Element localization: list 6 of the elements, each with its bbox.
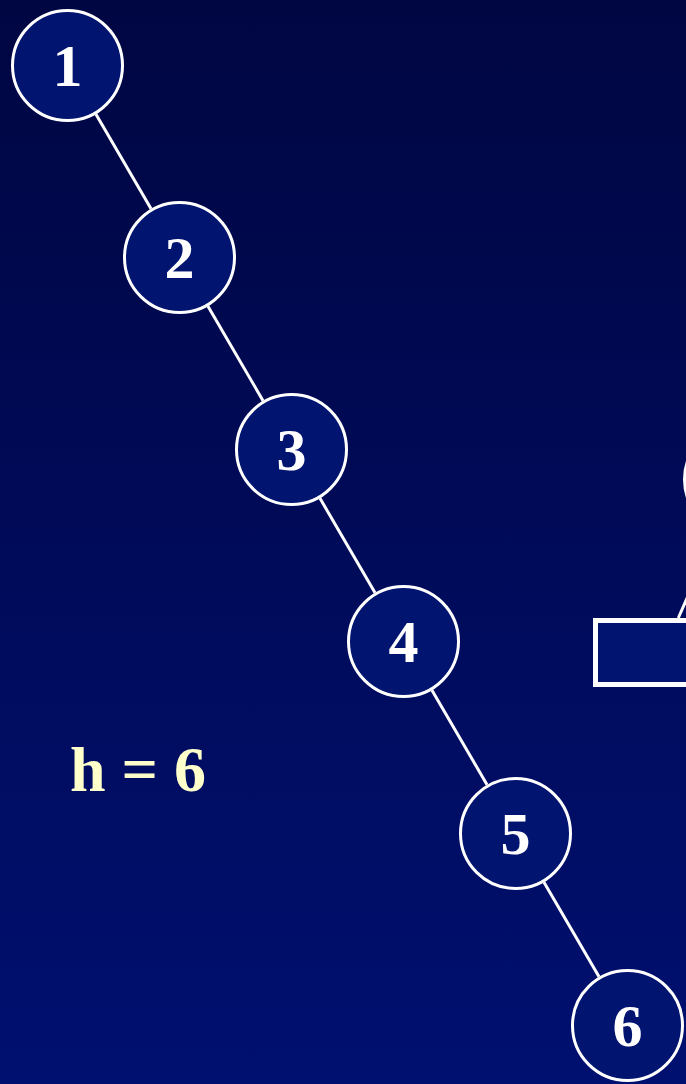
connector-line [206, 305, 265, 402]
connector-line [94, 113, 153, 210]
height-label: h = 6 [70, 738, 207, 802]
connector-line [430, 689, 489, 786]
connector-line [318, 497, 377, 594]
connector-line [542, 881, 601, 978]
